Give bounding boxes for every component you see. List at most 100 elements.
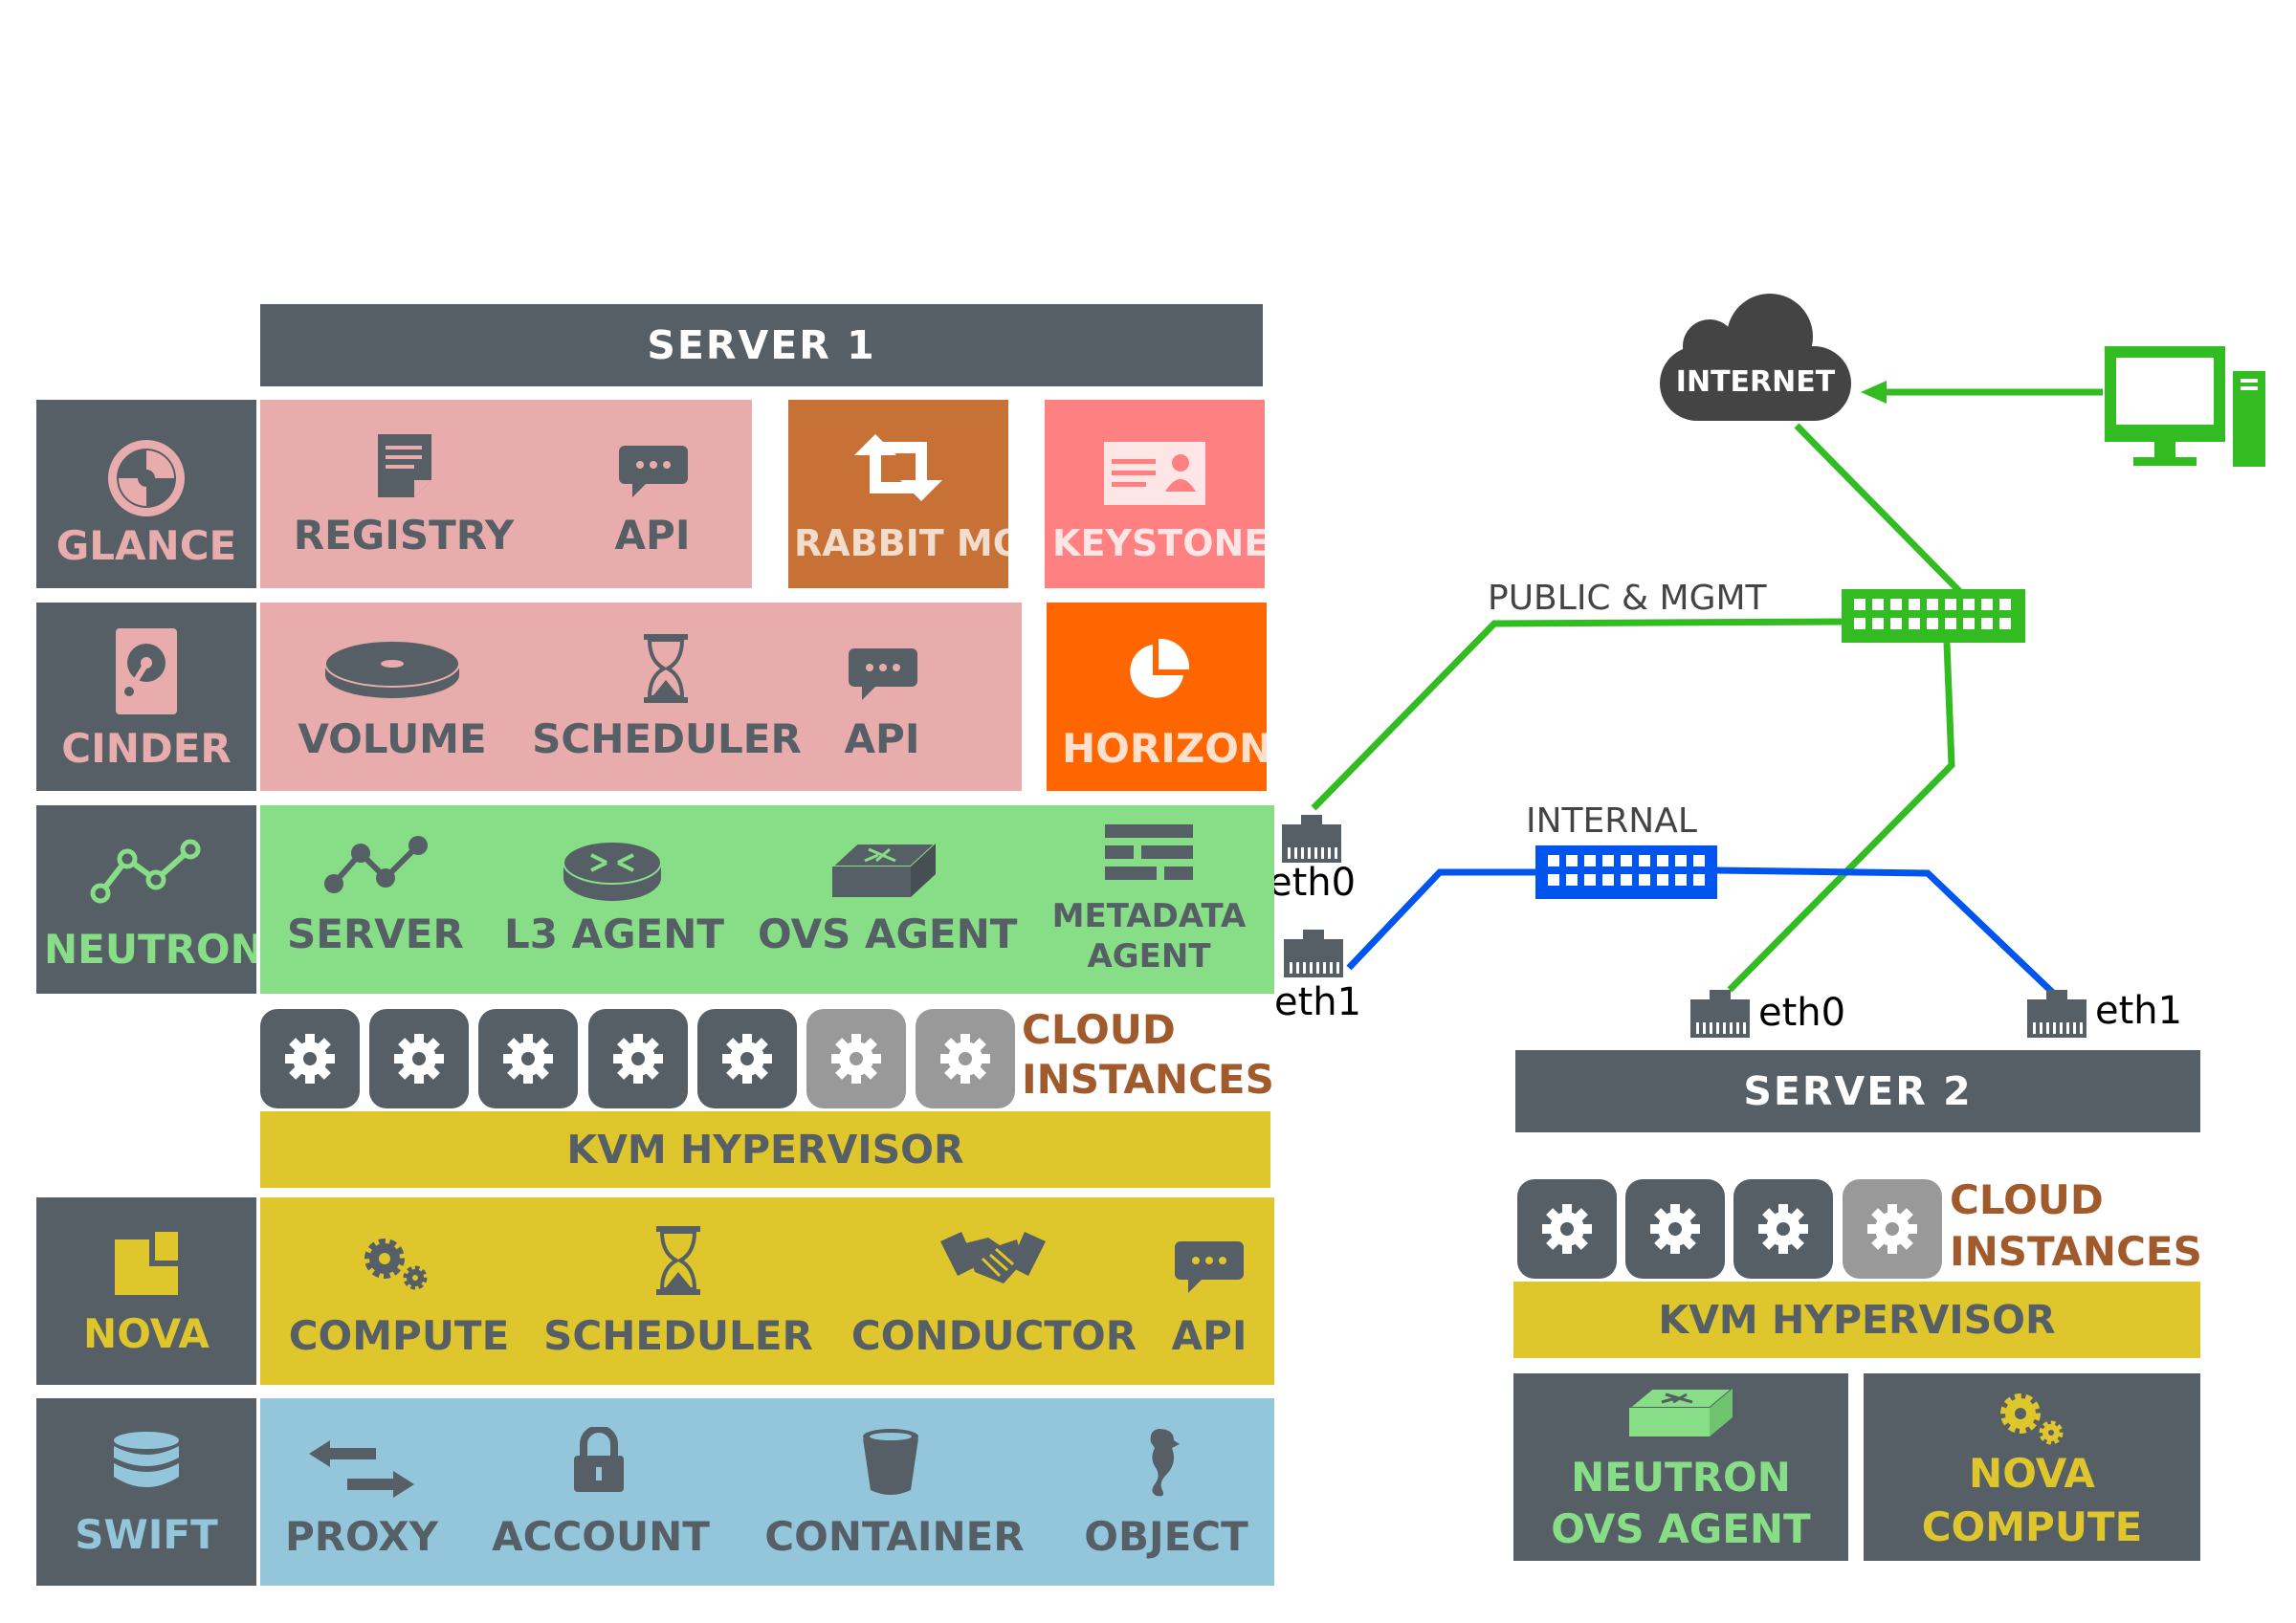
instance-tile	[369, 1009, 469, 1108]
cinder-services: VOLUME SCHEDULER API	[260, 603, 1022, 791]
nova-api-label: API	[1171, 1312, 1247, 1359]
server1-eth0-public-link	[1311, 618, 1843, 811]
swift-panel: SWIFT	[36, 1398, 256, 1586]
glance-label: GLANCE	[55, 522, 237, 569]
registry-label: REGISTRY	[293, 512, 515, 559]
gear-icon	[613, 1034, 663, 1084]
internal-server2-eth1-link	[1714, 866, 2058, 998]
server1-eth1-internal-link	[1346, 868, 1535, 971]
swift-services: PROXY ACCOUNT CONTAINER OBJECT	[260, 1398, 1274, 1586]
glance-services: REGISTRY API	[260, 400, 752, 588]
instance-tile	[478, 1009, 578, 1108]
rabbitmq-label: RABBIT MQ	[794, 522, 1008, 564]
glance-panel: GLANCE	[36, 400, 256, 588]
retweet-icon	[854, 434, 942, 501]
keystone-label: KEYSTONE	[1052, 522, 1265, 564]
document-icon	[378, 434, 431, 497]
server1-eth1-port-icon	[1284, 930, 1343, 977]
gear-icon	[285, 1034, 335, 1084]
instance-tile	[588, 1009, 688, 1108]
instance-tile	[697, 1009, 797, 1108]
gear-icon	[1758, 1204, 1808, 1254]
proxy-label: PROXY	[284, 1513, 439, 1560]
instance-tile	[260, 1009, 360, 1108]
neutron-services: SERVER L3 AGENT OVS AGENT METADATA AGENT	[260, 805, 1274, 994]
handshake-icon	[940, 1232, 1046, 1283]
nova-scheduler-label: SCHEDULER	[543, 1312, 813, 1359]
nova-icon	[115, 1232, 178, 1295]
chat-bubble-icon	[1175, 1241, 1244, 1293]
network-graph-icon	[324, 836, 428, 893]
server1-eth0-label: eth0	[1269, 861, 1357, 905]
pie-chart-icon	[1130, 638, 1190, 698]
server1-cloud-instances-label-line1: CLOUD	[1022, 1006, 1176, 1053]
object-label: OBJECT	[1084, 1513, 1248, 1560]
server1-cloud-instances	[260, 1009, 1016, 1108]
server2-hypervisor-label: KVM HYPERVISOR	[1658, 1297, 2056, 1343]
metadata-rows-icon	[1105, 824, 1193, 880]
server2-eth0-port-icon	[1690, 990, 1750, 1038]
server2-neutron-label-line1: NEUTRON	[1571, 1454, 1791, 1501]
gear-icon	[1542, 1204, 1592, 1254]
gear-icon	[503, 1034, 553, 1084]
glance-api-label: API	[614, 512, 691, 559]
ethernet-port-icons	[1282, 815, 2086, 1038]
volume-label: VOLUME	[298, 715, 487, 762]
keystone-panel: KEYSTONE	[1045, 400, 1265, 588]
neutron-panel: NEUTRON	[36, 805, 256, 994]
server2-neutron-ovs-agent: NEUTRON OVS AGENT	[1513, 1373, 1848, 1561]
gear-icon	[1650, 1204, 1700, 1254]
bucket-icon	[863, 1429, 918, 1495]
gear-icon	[1867, 1204, 1917, 1254]
horizon-panel: HORIZON	[1047, 603, 1267, 791]
server2-neutron-label-line2: OVS AGENT	[1551, 1505, 1811, 1552]
instance-tile	[1625, 1179, 1725, 1279]
exchange-arrows-icon	[309, 1440, 414, 1498]
cinder-scheduler-label: SCHEDULER	[532, 715, 802, 762]
server2-nova-label-line2: COMPUTE	[1921, 1503, 2143, 1550]
instance-tile	[1517, 1179, 1617, 1279]
metadata-agent-label-line2: AGENT	[1087, 937, 1211, 976]
server2-hypervisor: KVM HYPERVISOR	[1513, 1282, 2200, 1358]
switch-internet-link	[1794, 423, 1964, 596]
public-mgmt-links	[1311, 381, 2103, 993]
container-label: CONTAINER	[764, 1513, 1025, 1560]
nova-panel: NOVA	[36, 1197, 256, 1385]
chat-bubble-icon	[849, 648, 917, 700]
switch-icon	[830, 843, 938, 897]
arrow-head	[1861, 381, 1887, 404]
server2-cloud-instances-label-line1: CLOUD	[1950, 1176, 2104, 1223]
instance-tile	[1733, 1179, 1833, 1279]
server2-nova-label-line1: NOVA	[1969, 1450, 2095, 1497]
cloud-icon	[1660, 294, 1851, 421]
internet-label: INTERNET	[1675, 365, 1836, 399]
computer-icon	[2105, 346, 2265, 467]
lock-icon	[574, 1427, 624, 1492]
metadata-agent-label-line1: METADATA	[1051, 897, 1247, 935]
gear-icon	[722, 1034, 772, 1084]
volume-disk-icon	[324, 640, 460, 698]
server1-hypervisor: KVM HYPERVISOR	[260, 1111, 1270, 1188]
instance-tile-inactive	[1843, 1179, 1942, 1279]
nova-compute-label: COMPUTE	[288, 1312, 510, 1359]
disc-icon	[108, 440, 185, 516]
gears-icon	[2000, 1393, 2064, 1445]
seahorse-icon	[1150, 1429, 1180, 1497]
hourglass-icon	[644, 634, 688, 703]
internal-links	[1346, 866, 2058, 998]
public-switch-icon	[1842, 589, 2025, 643]
switch-server2-eth0-link	[1727, 642, 1955, 993]
server1-hypervisor-label: KVM HYPERVISOR	[566, 1127, 964, 1173]
hourglass-icon	[656, 1226, 700, 1295]
chat-bubble-icon	[619, 446, 688, 497]
neutron-server-label: SERVER	[287, 910, 464, 957]
cinder-api-label: API	[844, 715, 920, 762]
gear-icon	[940, 1034, 990, 1084]
server2-cloud-instances-label-line2: INSTANCES	[1950, 1228, 2202, 1275]
hard-drive-icon	[116, 628, 177, 714]
switch-icon	[1627, 1388, 1734, 1437]
swift-label: SWIFT	[75, 1511, 218, 1558]
id-card-icon	[1104, 442, 1205, 505]
database-icon	[114, 1432, 179, 1487]
account-label: ACCOUNT	[492, 1513, 710, 1560]
